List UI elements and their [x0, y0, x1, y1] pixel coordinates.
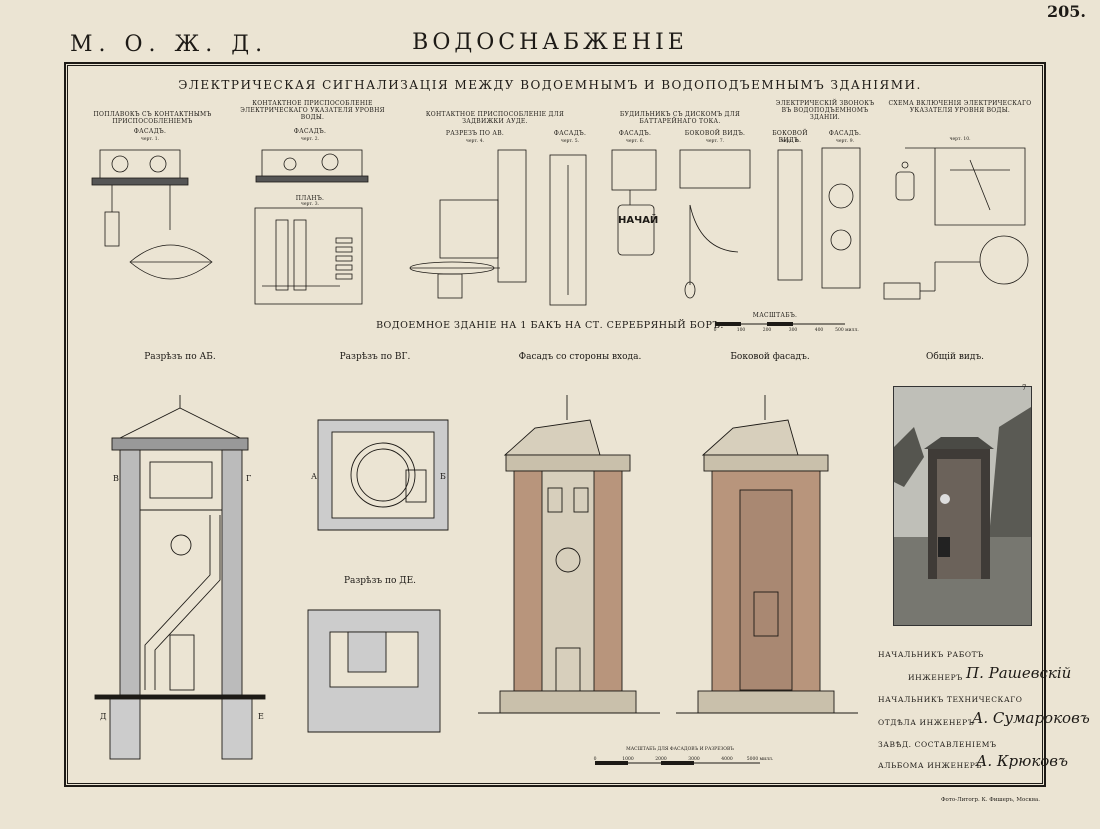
- building-title: ВОДОЕМНОЕ ЗДАНІЕ НА 1 БАКЪ НА СТ. СЕРЕБР…: [376, 320, 724, 331]
- signature-2-role: НАЧАЛЬНИКЪ ТЕХНИЧЕСКАГО: [878, 695, 1023, 704]
- scale-bottom-label: МАСШТАБЪ ДЛЯ ФАСАДОВЪ И РАЗРЕЗОВЪ: [626, 747, 734, 752]
- section-de-title: Разрѣзъ по ДЕ.: [343, 576, 417, 586]
- panel-6-sheet: черт. 10.: [949, 137, 971, 142]
- general-view-photo: [893, 386, 1032, 626]
- label-e: Е: [258, 712, 264, 721]
- section-ab-door: [169, 634, 195, 691]
- signature-1-name: П. Рашевскій: [966, 664, 1072, 682]
- panel-4-sheet2: черт. 7.: [705, 139, 725, 144]
- panel-3-sheet2: черт. 5.: [560, 139, 580, 144]
- panel-1-title: ПОПЛАВОКЪ СЪ КОНТАКТНЫМЪ ПРИСПОСОБЛЕНІЕМ…: [93, 111, 212, 125]
- scale-bottom-tick-4: 4000: [721, 757, 733, 762]
- float-beam: [91, 177, 189, 186]
- scale-bottom-tick-2: 2000: [655, 757, 667, 762]
- page-number: 205.: [1047, 2, 1086, 21]
- tank-plan: [350, 442, 416, 508]
- scale-top-tick-0: 0: [713, 328, 717, 333]
- panel-5-title: ЭЛЕКТРИЧЕСКІЙ ЗВОНОКЪ ВЪ ВОДОПОДЪЕМНОМЪ …: [775, 100, 875, 121]
- photo-number: 7: [1022, 384, 1027, 392]
- panel-1-view: ФАСАДЪ.: [133, 128, 167, 135]
- bell-label: НАЧАЙ: [618, 215, 659, 226]
- panel-6-title: СХЕМА ВКЛЮЧЕНІЯ ЭЛЕКТРИЧЕСКАГО УКАЗАТЕЛЯ…: [888, 100, 1032, 114]
- scale-top-tick-3: 300: [788, 328, 798, 333]
- scale-bottom-tick-0: 0: [593, 757, 597, 762]
- panel-4-view: ФАСАДЪ.: [618, 130, 652, 137]
- outer-frame: [64, 62, 1046, 787]
- label-g: Г: [246, 474, 252, 483]
- signature-2-title: ОТДѢЛА ИНЖЕНЕРЪ: [878, 718, 975, 727]
- bell-facade: [611, 149, 657, 191]
- wiring-schematic: [905, 147, 1026, 226]
- scale-top-tick-4: 400: [814, 328, 824, 333]
- section-vg-title: Разрѣзъ по ВГ.: [339, 352, 411, 362]
- side-window: [753, 591, 779, 637]
- bell-side-view: [679, 149, 751, 189]
- sheet-title: ВОДОСНАБЖЕНІЕ: [412, 30, 688, 55]
- water-tank: [149, 461, 213, 499]
- signature-3-role: ЗАВѢД. СОСТАВЛЕНІЕМЪ: [878, 740, 997, 749]
- panel-5-view: БОКОВОЙ ВИДЪ.: [772, 130, 808, 144]
- signature-3-title: АЛЬБОМА ИНЖЕНЕРЪ: [878, 761, 982, 770]
- signature-1-title: ИНЖЕНЕРЪ: [908, 673, 963, 682]
- panel-5-view2: ФАСАДЪ.: [828, 130, 862, 137]
- scale-top-tick-1: 100: [736, 328, 746, 333]
- inner-frame: [67, 65, 1043, 784]
- counterweight: [104, 211, 120, 247]
- electric-bell-side: [777, 149, 803, 281]
- panel-3-sheet: черт. 4.: [465, 139, 485, 144]
- panel-5-sheet2: черт. 9.: [835, 139, 855, 144]
- general-view-title: Общій видъ.: [925, 352, 985, 362]
- railway-name: М. О. Ж. Д.: [70, 32, 269, 57]
- battery: [979, 235, 1029, 285]
- panel-3-title: КОНТАКТНОЕ ПРИСПОСОБЛЕНІЕ ДЛЯ ЗАДВИЖКИ А…: [425, 111, 565, 125]
- stair: [144, 515, 211, 690]
- panel-3-view: РАЗРЕЗЪ ПО АВ.: [445, 130, 505, 137]
- panel-5-sheet: черт. 8.: [780, 139, 800, 144]
- signature-1-role: НАЧАЛЬНИКЪ РАБОТЪ: [878, 650, 984, 659]
- scale-bottom-tick-1: 1000: [622, 757, 634, 762]
- label-v: В: [113, 474, 119, 483]
- signature-2-name: А. Сумароковъ: [972, 709, 1090, 727]
- panel-2-view: ФАСАДЪ.: [293, 128, 327, 135]
- signalling-title: ЭЛЕКТРИЧЕСКАЯ СИГНАЛИЗАЦІЯ МЕЖДУ ВОДОЕМН…: [178, 78, 922, 92]
- scale-top-tick-2: 200: [762, 328, 772, 333]
- signature-3-name: А. Крюковъ: [976, 752, 1069, 770]
- float-pulley: [111, 155, 129, 173]
- section-ab-title: Разрѣзъ по АБ.: [144, 352, 216, 362]
- label-d: Д: [100, 712, 107, 721]
- valve-contact-facade: [549, 154, 587, 306]
- label-a: А: [311, 472, 318, 481]
- panel-4-view2: БОКОВОЙ ВИДЪ.: [684, 130, 746, 137]
- electric-bell-facade: [821, 147, 861, 289]
- scale-bottom-tick-3: 3000: [688, 757, 700, 762]
- panel-1-sheet: черт. 1.: [140, 137, 160, 142]
- panel-4-title: БУДИЛЬНИКЪ СЪ ДИСКОМЪ ДЛЯ БАТТАРЕЙНАГО Т…: [619, 111, 741, 125]
- contact-plan: [254, 207, 363, 305]
- round-window: [170, 534, 192, 556]
- entrance-round-window: [555, 547, 581, 573]
- scale-top-label: МАСШТАБЪ.: [752, 312, 798, 319]
- scale-bottom-tick-5: 5000 милл.: [746, 757, 774, 762]
- panel-2-plan-sheet: черт. 3.: [300, 202, 320, 207]
- entrance-facade-title: Фасадъ со стороны входа.: [518, 352, 642, 362]
- side-facade-title: Боковой фасадъ.: [730, 352, 810, 362]
- printer-credit: Фото-Литогр. К. Фишеръ, Москва.: [940, 797, 1040, 803]
- panel-2-title: КОНТАКТНОЕ ПРИСПОСОБЛЕНІЕ ЭЛЕКТРИЧЕСКАГО…: [240, 100, 385, 121]
- panel-2-sheet: черт. 2.: [300, 137, 320, 142]
- scale-top-tick-5: 500 милл.: [835, 328, 859, 333]
- label-b: Б: [440, 472, 446, 481]
- bell-disk: [617, 204, 655, 256]
- panel-2-plan: ПЛАНЪ.: [295, 195, 325, 202]
- panel-4-sheet: черт. 6.: [625, 139, 645, 144]
- panel-3-view2: ФАСАДЪ.: [553, 130, 587, 137]
